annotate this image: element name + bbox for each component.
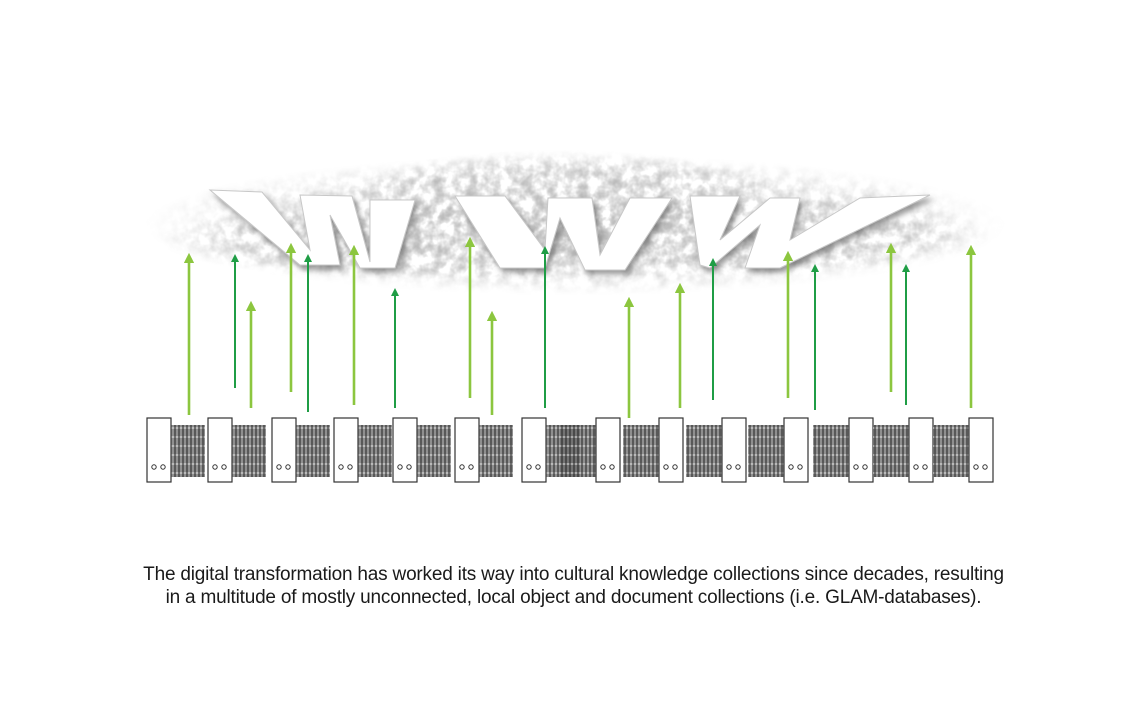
archive-shelves	[146, 417, 994, 483]
shelf-unit	[271, 417, 330, 483]
shelf-unit	[454, 417, 513, 483]
caption-line-2: in a multitude of mostly unconnected, lo…	[165, 587, 982, 608]
shelf-unit	[748, 417, 809, 483]
shelf-unit	[560, 417, 621, 483]
shelf-unit	[873, 417, 934, 483]
caption-line-1: The digital transformation has worked it…	[143, 564, 1004, 585]
shelf-unit	[813, 417, 874, 483]
shelf-unit	[392, 417, 451, 483]
shelf-unit	[146, 417, 205, 483]
shelf-unit	[686, 417, 747, 483]
shelf-unit	[623, 417, 684, 483]
upload-arrows	[183, 236, 977, 418]
shelf-unit	[333, 417, 392, 483]
shelf-unit	[207, 417, 266, 483]
caption: The digital transformation has worked it…	[0, 563, 1147, 609]
www-lettering	[208, 189, 931, 271]
shelf-unit	[933, 417, 994, 483]
